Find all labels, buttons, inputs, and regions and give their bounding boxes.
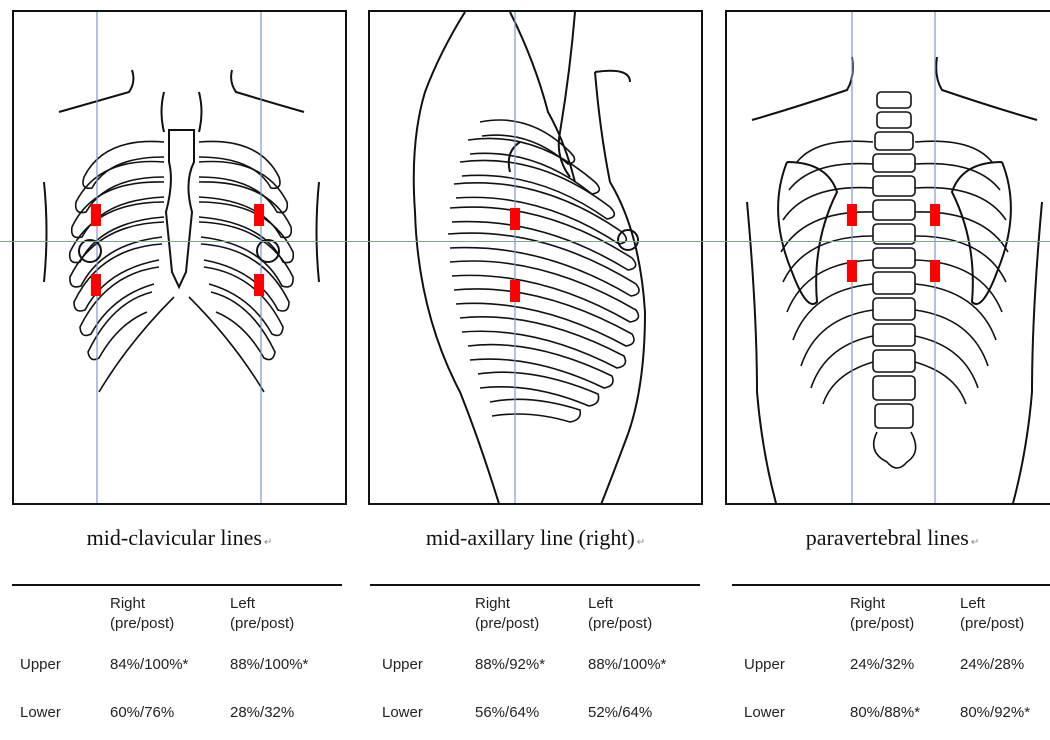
results-table-mid-clavicular: Right(pre/post) Left(pre/post) Upper 84%…	[12, 584, 342, 586]
electrode-left-upper	[254, 204, 264, 226]
horizontal-guide-line	[0, 241, 1050, 242]
cell-left: 28%/32%	[230, 704, 294, 721]
anterior-ribcage-panel	[12, 10, 347, 505]
electrode-left-upper	[930, 204, 940, 226]
electrode-left-lower	[930, 260, 940, 282]
cell-right: 84%/100%*	[110, 656, 188, 673]
electrode-right-lower	[91, 274, 101, 296]
electrode-right-upper	[91, 204, 101, 226]
caption-mid-axillary: mid-axillary line (right)↵	[368, 525, 703, 551]
cell-right: 56%/64%	[475, 704, 539, 721]
col-header-left: Left(pre/post)	[588, 594, 652, 634]
col-header-right: Right(pre/post)	[850, 594, 914, 634]
spine	[873, 92, 916, 468]
row-label: Upper	[382, 656, 423, 673]
caption-paravertebral: paravertebral lines↵	[725, 525, 1050, 551]
cell-left: 24%/28%	[960, 656, 1024, 673]
cell-left: 80%/92%*	[960, 704, 1030, 721]
electrode-right-lower	[847, 260, 857, 282]
cell-right: 24%/32%	[850, 656, 914, 673]
electrode-right-upper	[847, 204, 857, 226]
cell-left: 52%/64%	[588, 704, 652, 721]
cell-right: 60%/76%	[110, 704, 174, 721]
row-label: Upper	[744, 656, 785, 673]
cell-left: 88%/100%*	[588, 656, 666, 673]
lateral-ribcage-illustration	[370, 12, 703, 505]
results-table-mid-axillary: Right(pre/post) Left(pre/post) Upper 88%…	[370, 584, 700, 586]
cell-right: 80%/88%*	[850, 704, 920, 721]
cell-right: 88%/92%*	[475, 656, 545, 673]
row-label: Lower	[744, 704, 785, 721]
table-rule	[370, 584, 700, 586]
col-header-right: Right(pre/post)	[475, 594, 539, 634]
col-header-right: Right(pre/post)	[110, 594, 174, 634]
posterior-ribcage-illustration	[727, 12, 1050, 505]
row-label: Lower	[20, 704, 61, 721]
electrode-upper	[510, 208, 520, 230]
landmark-circle-right	[79, 240, 101, 262]
electrode-left-lower	[254, 274, 264, 296]
caption-mid-clavicular: mid-clavicular lines↵	[12, 525, 347, 551]
cell-left: 88%/100%*	[230, 656, 308, 673]
table-rule	[732, 584, 1050, 586]
results-table-paravertebral: Right(pre/post) Left(pre/post) Upper 24%…	[732, 584, 1050, 586]
anterior-ribcage-illustration	[14, 12, 347, 505]
rib-lines	[70, 141, 294, 392]
electrode-lower	[510, 280, 520, 302]
landmark-circle	[618, 230, 638, 250]
col-header-left: Left(pre/post)	[230, 594, 294, 634]
posterior-ribcage-panel	[725, 10, 1050, 505]
row-label: Lower	[382, 704, 423, 721]
table-rule	[12, 584, 342, 586]
row-label: Upper	[20, 656, 61, 673]
col-header-left: Left(pre/post)	[960, 594, 1024, 634]
lateral-ribcage-panel	[368, 10, 703, 505]
rib-lines	[448, 120, 639, 422]
